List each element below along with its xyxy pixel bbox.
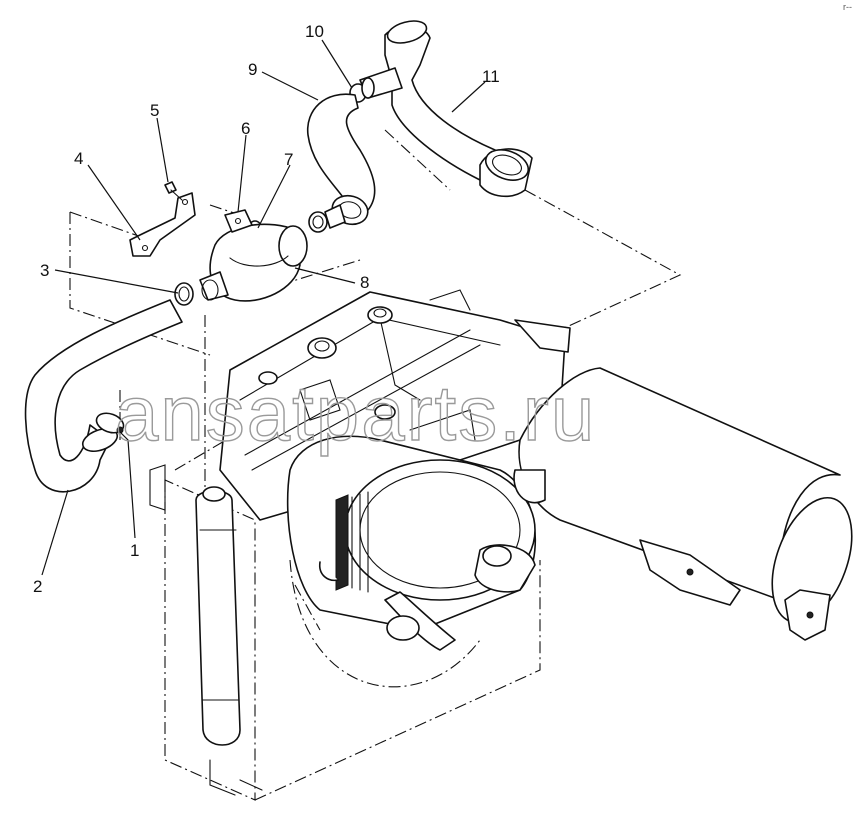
clamp-part-3 [174,282,194,306]
bolt-part-5 [164,181,177,194]
watermark: ansatparts.ru [115,369,596,457]
leader-lines [41,39,486,576]
callout-4: 4 [74,149,83,168]
callout-3: 3 [40,261,49,280]
coolant-tank [195,490,241,746]
callout-9: 9 [248,60,257,79]
thermostat-housing [199,209,308,302]
mounting-bracket [129,181,196,257]
corner-mark: r-- [843,2,852,12]
callout-10: 10 [305,22,324,41]
muffler [513,367,853,641]
clamp-part-1 [95,412,125,434]
air-cleaner [286,435,537,651]
callout-8: 8 [360,273,369,292]
callout-7: 7 [284,150,293,169]
callout-2: 2 [33,577,42,596]
lower-radiator-hose [24,299,183,493]
callout-1: 1 [130,541,139,560]
clamp-upper [308,211,328,233]
callout-11: 11 [482,67,500,86]
callouts: 1 2 3 4 5 6 7 8 9 10 11 [33,22,500,596]
tank-cap [202,486,226,502]
upper-hose [306,93,376,229]
intake-pipe [359,20,533,198]
radiator-assembly [149,319,561,801]
callout-5: 5 [150,101,159,120]
callout-6: 6 [241,119,250,138]
